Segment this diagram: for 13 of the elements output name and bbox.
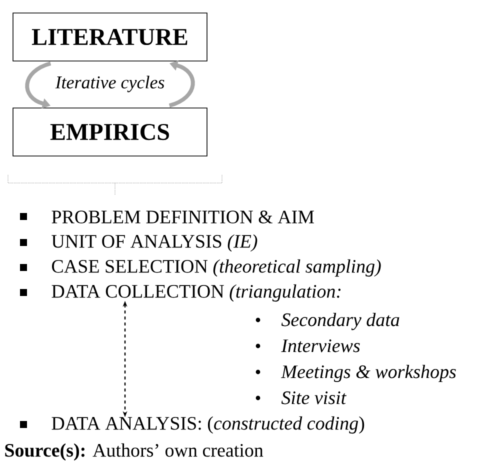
cycle-label: Iterative cycles (55, 76, 164, 92)
list-item: Interviews (281, 339, 360, 352)
list-item: Secondary data (281, 312, 400, 330)
list-item: CASE SELECTION (theoretical sampling) (52, 259, 381, 277)
caption: Source(s): Authors’ own creation (5, 443, 264, 461)
list-item: Meetings & workshops (280, 364, 456, 382)
list-item: DATA ANALYSIS: (constructed coding) (52, 416, 364, 434)
list-item: DATA COLLECTION (triangulation: (52, 284, 341, 302)
list-item: Site visit (281, 391, 346, 404)
list-item: UNIT OF ANALYSIS (IE) (52, 234, 258, 252)
list-item: PROBLEM DEFINITION & AIM (52, 210, 314, 224)
process-box: EMPIRICS (12, 108, 208, 156)
process-box: LITERATURE (12, 12, 208, 62)
